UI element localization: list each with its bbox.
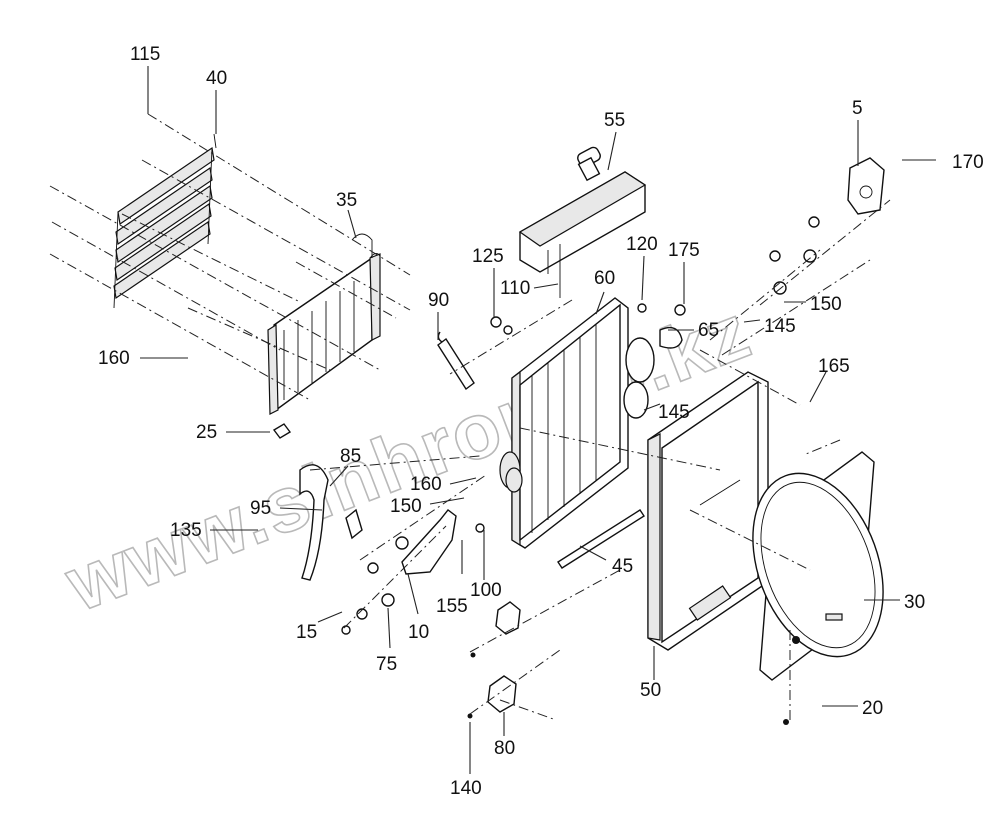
part-60-radiator [499, 297, 629, 549]
callout-135: 135 [170, 520, 202, 541]
part-40-grille [113, 133, 217, 309]
part-90-hose [437, 337, 475, 391]
callout-115: 115 [130, 44, 160, 65]
callout-85: 85 [340, 446, 361, 467]
callout-30: 30 [904, 592, 925, 613]
callout-65: 65 [698, 320, 719, 341]
part-55-coolant-tank [518, 146, 647, 298]
callout-175: 175 [668, 240, 700, 261]
callout-90: 90 [428, 290, 449, 311]
callout-150-upper: 150 [810, 294, 842, 315]
part-85-clamp [345, 508, 363, 540]
part-10-lower-bracket [401, 509, 457, 575]
callout-20: 20 [862, 698, 883, 719]
part-45-lower-pipe [557, 509, 645, 569]
callout-155: 155 [436, 596, 468, 617]
callout-145-upper: 145 [764, 316, 796, 337]
callout-100: 100 [470, 580, 502, 601]
callout-170: 170 [952, 152, 984, 173]
callout-160: 160 [98, 348, 130, 369]
callout-5: 5 [852, 98, 863, 119]
callout-60: 60 [594, 268, 615, 289]
part-50-charge-air-cooler [647, 371, 769, 651]
callout-40: 40 [206, 68, 227, 89]
callout-150-lower: 150 [390, 496, 422, 517]
callout-labels: 115 40 35 160 25 85 95 135 15 10 75 90 1… [98, 44, 984, 799]
callout-120: 120 [626, 234, 658, 255]
callout-80: 80 [494, 738, 515, 759]
callout-55: 55 [604, 110, 625, 131]
callout-110: 110 [500, 278, 530, 299]
leader-lines [140, 66, 936, 774]
part-5-bracket [847, 157, 885, 215]
callout-145-lower: 145 [658, 402, 690, 423]
part-35-condenser [267, 233, 381, 415]
callout-140: 140 [450, 778, 482, 799]
callout-25: 25 [196, 422, 217, 443]
callout-50: 50 [640, 680, 661, 701]
part-30-fan-shroud [752, 451, 884, 681]
part-80-mount-blocks [487, 601, 521, 713]
part-25-clip [272, 423, 292, 439]
callout-15: 15 [296, 622, 317, 643]
callout-160-lower: 160 [410, 474, 442, 495]
callout-165: 165 [818, 356, 850, 377]
part-65-fan-assembly [623, 326, 683, 419]
callout-10: 10 [408, 622, 429, 643]
assembly-centerlines [49, 113, 891, 721]
callout-75: 75 [376, 654, 397, 675]
part-95-lower-hose [299, 464, 329, 581]
callout-125: 125 [472, 246, 504, 267]
callout-35: 35 [336, 190, 357, 211]
callout-45: 45 [612, 556, 633, 577]
callout-95: 95 [250, 498, 271, 519]
